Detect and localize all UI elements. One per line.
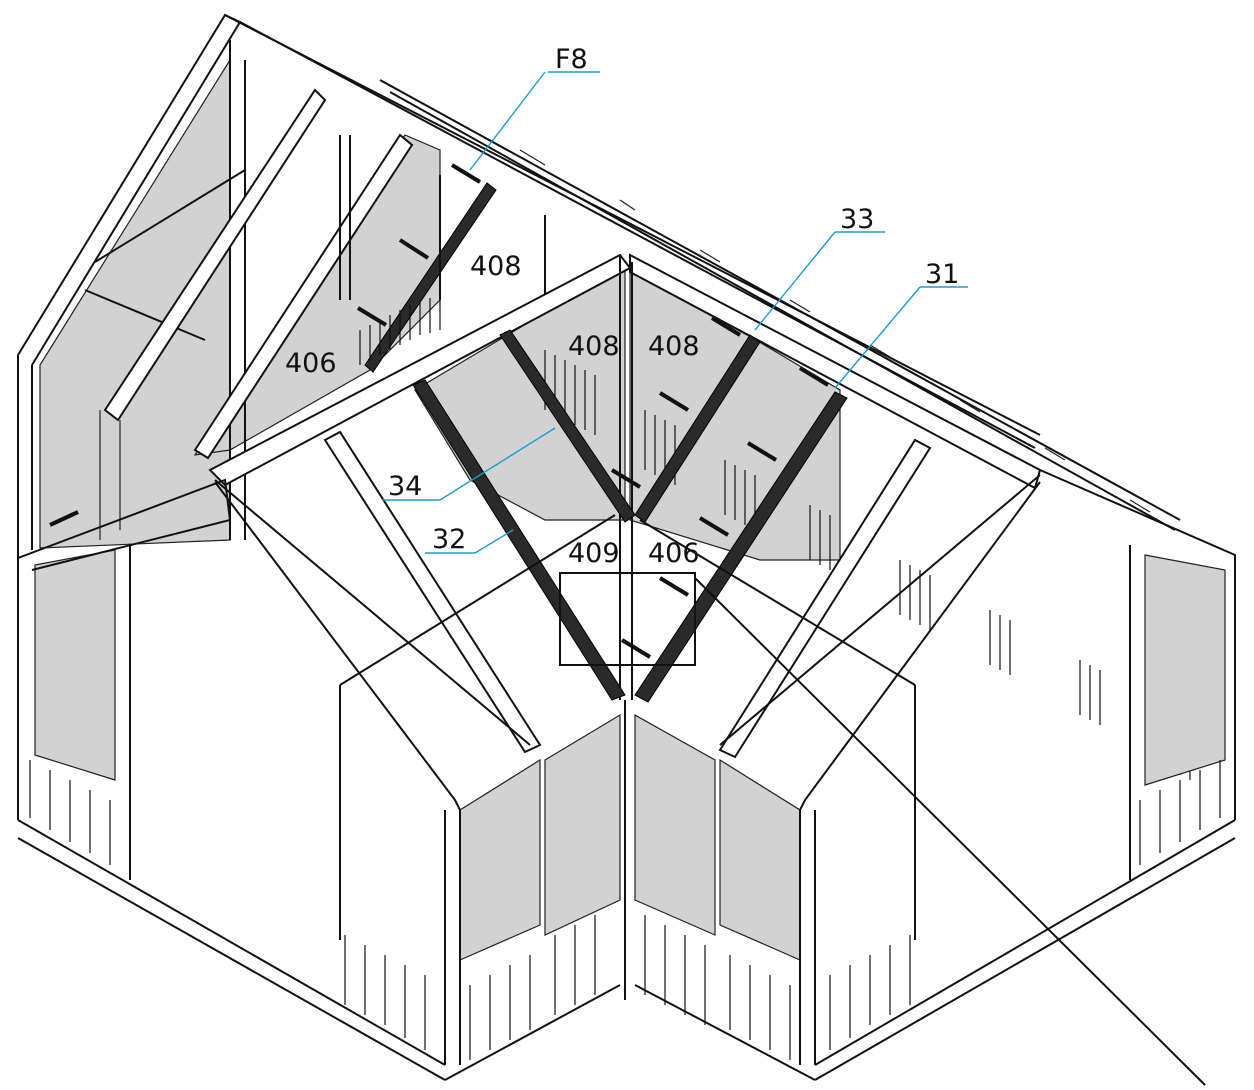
back-left-railing: [359, 295, 441, 365]
callout-leaders: [382, 71, 968, 554]
callout-32: 32: [432, 524, 466, 555]
front-left-rafter: [323, 430, 542, 754]
screws: [49, 163, 830, 659]
back-left-wing: [17, 13, 1041, 560]
front-right-corner-panel: [719, 758, 801, 961]
callout-33: 33: [840, 204, 874, 235]
panel-label-left-back-408: 408: [470, 251, 522, 282]
panel-label-front-right-406: 406: [648, 538, 700, 569]
front-left-corner-panel: [459, 758, 541, 961]
panel-label-center-right-408: 408: [648, 331, 700, 362]
front-right-wing: [214, 469, 1236, 1081]
detail-leader-line: [694, 577, 1206, 1086]
back-left-rafter-1: [103, 88, 327, 422]
callout-f8: F8: [555, 44, 588, 75]
front-center-left-panel: [544, 713, 621, 936]
front-left-wing: [17, 478, 621, 1081]
panel-label-left-back-406: 406: [285, 348, 337, 379]
detail-box: [559, 572, 696, 666]
front-left-boards: [29, 760, 596, 1060]
center-bay: [208, 253, 1191, 780]
panel-label-center-left-408: 408: [568, 331, 620, 362]
beam-32: [412, 379, 626, 701]
front-center-right-panel: [634, 713, 716, 936]
panel-label-front-left-409: 409: [568, 538, 620, 569]
beam-31: [634, 391, 848, 703]
front-right-side-panel: [1144, 554, 1226, 786]
beam-f8: [364, 182, 497, 373]
callout-34: 34: [388, 471, 422, 502]
callout-31: 31: [925, 259, 959, 290]
back-left-rafter-2: [193, 133, 414, 460]
center-left-panel: [414, 263, 626, 521]
beam-33: [634, 334, 761, 523]
front-right-rafter: [718, 438, 932, 759]
front-left-side-panel: [34, 549, 116, 781]
front-right-boards: [644, 760, 1221, 1060]
